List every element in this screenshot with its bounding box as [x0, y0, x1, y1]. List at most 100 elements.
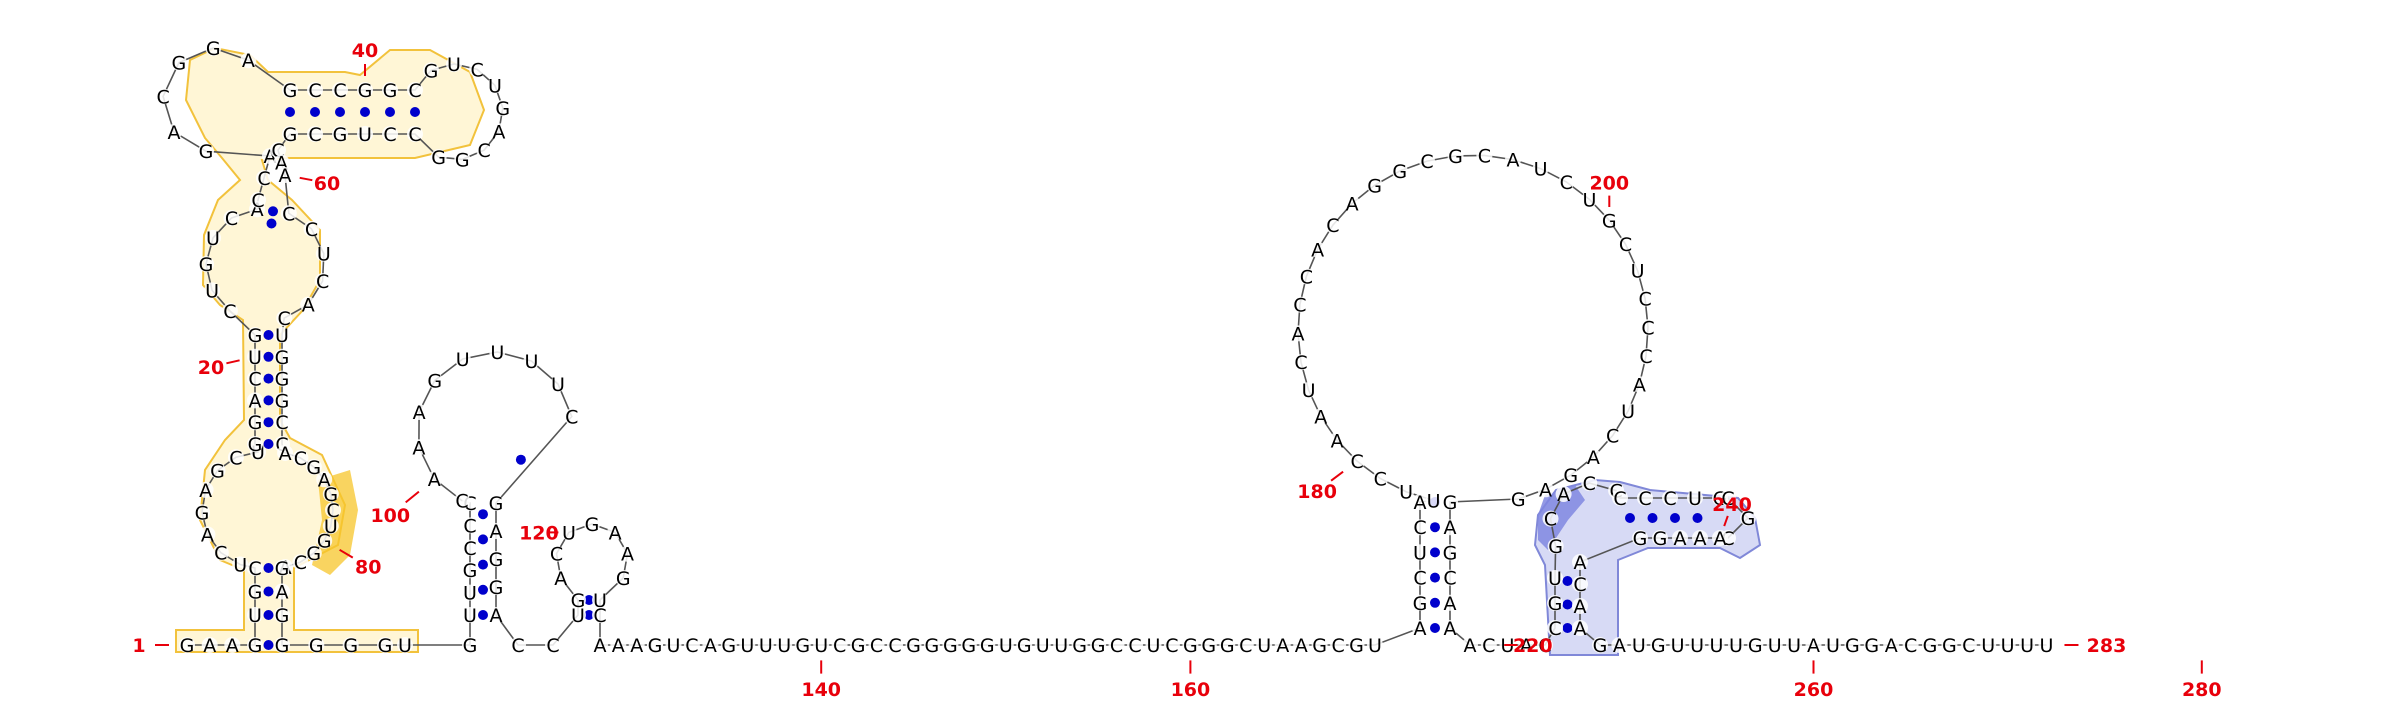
- nucleotide: A: [249, 390, 262, 412]
- nucleotide-halo: [1662, 490, 1678, 506]
- nucleotide-halo: [1883, 637, 1900, 653]
- base-pair-dot: [263, 610, 274, 620]
- nucleotide: U: [1690, 635, 1704, 657]
- nucleotide: C: [278, 308, 291, 330]
- nucleotide-halo: [1558, 173, 1575, 190]
- nucleotide-halo: [274, 583, 290, 600]
- nucleotide-halo: [1562, 467, 1579, 484]
- nucleotide: U: [1671, 635, 1685, 657]
- nucleotide: U: [456, 349, 470, 371]
- nucleotide: C: [1413, 517, 1426, 539]
- position-label: 80: [355, 557, 381, 579]
- nucleotide: A: [203, 635, 216, 657]
- nucleotide: G: [943, 635, 958, 657]
- nucleotide-halo: [232, 556, 249, 573]
- nucleotide: A: [1539, 479, 1552, 501]
- nucleotide-halo: [665, 637, 682, 653]
- base-pair-dot: [360, 107, 370, 117]
- nucleotide-halo: [560, 524, 577, 541]
- position-label: 280: [2182, 679, 2222, 701]
- nucleotide: U: [398, 635, 412, 657]
- nucleotide: C: [1413, 568, 1426, 590]
- nucleotide: C: [870, 635, 883, 657]
- nucleotide-halo: [1312, 408, 1329, 425]
- nucleotide-halo: [1329, 432, 1346, 449]
- nucleotide-halo: [488, 495, 504, 511]
- nucleotide-halo: [1425, 492, 1442, 509]
- nucleotide-halo: [325, 502, 341, 518]
- nucleotide: C: [685, 635, 698, 657]
- nucleotide-halo: [570, 592, 586, 608]
- nucleotide-halo: [407, 126, 423, 142]
- nucleotide: U: [1147, 635, 1161, 657]
- nucleotide: C: [308, 80, 321, 102]
- nucleotide-halo: [1631, 376, 1648, 393]
- nucleotide: U: [524, 351, 538, 373]
- nucleotide: G: [306, 543, 321, 565]
- nucleotide-halo: [1412, 494, 1428, 510]
- nucleotide: C: [333, 80, 346, 102]
- base-pair-dot: [478, 584, 488, 595]
- nucleotide: A: [413, 402, 426, 424]
- nucleotide-halo: [224, 637, 241, 653]
- nucleotide: G: [906, 635, 921, 657]
- nucleotide-halo: [308, 637, 325, 653]
- nucleotide-halo: [1592, 637, 1608, 653]
- position-tick: [339, 548, 354, 559]
- nucleotide: G: [248, 325, 263, 347]
- nucleotide: G: [1091, 635, 1106, 657]
- nucleotide-halo: [1786, 637, 1803, 653]
- nucleotide-halo: [794, 637, 811, 653]
- nucleotide-halo: [426, 471, 443, 487]
- nucleotide: C: [316, 271, 329, 293]
- base-pair-dot: [1670, 513, 1680, 523]
- nucleotide-halo: [307, 126, 323, 142]
- nucleotide-halo: [592, 637, 608, 653]
- nucleotide-halo: [462, 517, 478, 534]
- nucleotide-halo: [1348, 637, 1365, 653]
- nucleotide: G: [1748, 635, 1763, 657]
- nucleotide-halo: [247, 560, 263, 576]
- nucleotide-halo: [563, 408, 580, 425]
- nucleotide-halo: [476, 142, 493, 159]
- nucleotide-halo: [274, 370, 290, 387]
- nucleotide: G: [199, 254, 214, 276]
- nucleotide-halo: [1372, 470, 1389, 487]
- nucleotide-halo: [1720, 490, 1736, 506]
- nucleotide: A: [1674, 528, 1687, 550]
- nucleotide: U: [358, 124, 372, 146]
- nucleotide-halo: [1505, 151, 1521, 168]
- nucleotide: U: [205, 280, 219, 302]
- nucleotide-halo: [462, 637, 478, 653]
- nucleotide: A: [1444, 517, 1457, 539]
- nucleotide: C: [1331, 635, 1344, 657]
- nucleotide-halo: [1145, 637, 1162, 653]
- nucleotide: U: [1621, 401, 1635, 423]
- nucleotide-halo: [1298, 268, 1315, 285]
- nucleotide-halo: [305, 458, 322, 475]
- nucleotide-halo: [1581, 191, 1598, 208]
- nucleotide: U: [740, 635, 754, 657]
- position-label: 160: [1171, 679, 1211, 701]
- nucleotide-halo: [1712, 530, 1728, 546]
- nucleotide-halo: [247, 607, 263, 623]
- nucleotide-halo: [274, 560, 290, 576]
- nucleotide: G: [343, 635, 358, 657]
- nucleotide: G: [210, 461, 225, 483]
- nucleotide-halo: [494, 99, 511, 116]
- position-label: 120: [519, 522, 559, 544]
- position-label: 100: [370, 505, 410, 527]
- base-pairs: [263, 107, 1703, 650]
- nucleotide-halo: [979, 637, 996, 653]
- nucleotide-halo: [850, 637, 867, 653]
- nucleotide-halo: [1293, 354, 1309, 371]
- nucleotide-halo: [430, 149, 447, 166]
- nucleotide-halo: [739, 637, 756, 653]
- nucleotide-halo: [223, 210, 240, 226]
- position-label: 240: [1712, 494, 1752, 516]
- nucleotide-halo: [1219, 637, 1236, 653]
- nucleotide: U: [488, 75, 502, 97]
- nucleotide: C: [1538, 635, 1551, 657]
- nucleotide: C: [1619, 234, 1632, 256]
